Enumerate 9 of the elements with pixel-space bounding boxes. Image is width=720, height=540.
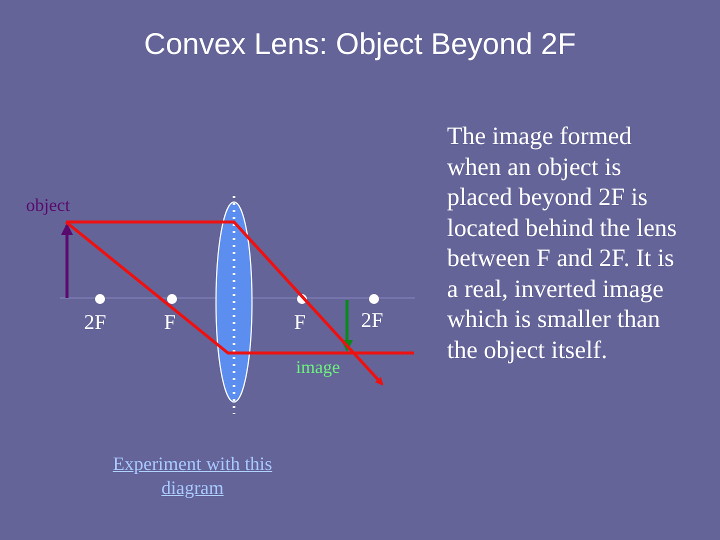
- description-paragraph: The image formed when an object is placed beyond 2F is located behind the lens between F and 2F. It is a real, inverted image which is smaller than the object itself.: [447, 122, 678, 366]
- focal-point-label: 2F: [361, 308, 384, 333]
- object-label: object: [26, 195, 70, 216]
- focal-point-label: F: [164, 310, 176, 335]
- focal-point-label: 2F: [84, 310, 106, 335]
- image-label: image: [296, 357, 340, 378]
- experiment-link: Experiment with this diagram: [112, 453, 274, 501]
- slide-title: Convex Lens: Object Beyond 2F: [143, 28, 577, 62]
- focal-point-label: F: [294, 310, 306, 335]
